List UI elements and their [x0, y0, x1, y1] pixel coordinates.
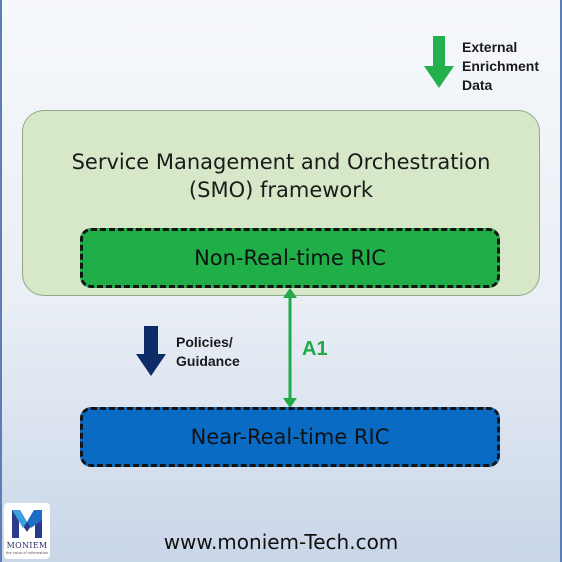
moniem-m-icon — [12, 510, 42, 538]
near-rt-ric-box: Near-Real-time RIC — [80, 407, 500, 467]
policies-down-arrow-icon — [136, 326, 166, 376]
footer-website-url: www.moniem-Tech.com — [163, 530, 399, 554]
external-data-down-arrow-icon — [424, 36, 454, 88]
near-rt-ric-label: Near-Real-time RIC — [190, 425, 390, 449]
a1-interface-arrow — [283, 288, 297, 408]
moniem-logo: MONIEM the value of information — [4, 503, 50, 559]
external-enrichment-data-label: External Enrichment Data — [462, 39, 540, 93]
a1-interface-label: A1 — [302, 338, 328, 360]
policies-guidance-label: Policies/ Guidance — [176, 334, 240, 369]
logo-name: MONIEM — [6, 541, 48, 550]
non-rt-ric-label: Non-Real-time RIC — [194, 246, 386, 270]
right-border — [560, 0, 562, 562]
smo-framework-title: Service Management and Orchestration (SM… — [71, 150, 491, 202]
left-border — [0, 0, 2, 562]
non-rt-ric-box: Non-Real-time RIC — [80, 228, 500, 288]
logo-tagline: the value of information — [5, 551, 49, 555]
